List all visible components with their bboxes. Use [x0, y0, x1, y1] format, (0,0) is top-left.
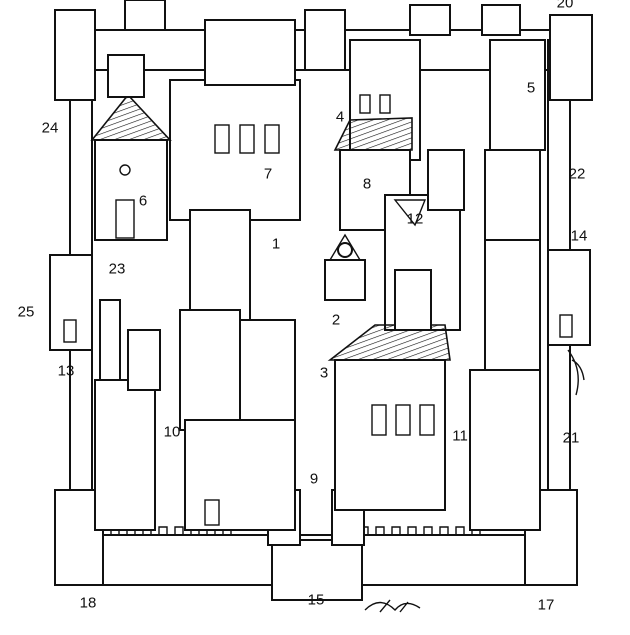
south-wall-crenels-east	[359, 526, 481, 536]
ne-tower	[549, 14, 593, 101]
palace-window	[214, 124, 230, 154]
house-9	[179, 309, 241, 431]
north-turret-1	[124, 0, 166, 31]
well-base	[324, 259, 366, 301]
label-21: 21	[562, 429, 580, 447]
palace-7	[169, 9, 346, 221]
label-3: 3	[319, 364, 329, 382]
house-cluster-south	[184, 419, 296, 531]
palace-body	[169, 79, 301, 221]
church-belfry	[107, 54, 145, 98]
window	[371, 404, 387, 436]
house-10	[94, 379, 156, 531]
house-8-roof	[333, 117, 413, 151]
well-2	[324, 233, 366, 301]
church-6	[90, 54, 172, 241]
vine	[567, 349, 585, 396]
palace-window	[239, 124, 255, 154]
label-6: 6	[138, 192, 148, 210]
grass-tuft	[364, 599, 421, 613]
palace-gate-tower	[304, 9, 346, 71]
label-7: 7	[263, 165, 273, 183]
window	[359, 94, 371, 114]
label-24: 24	[41, 119, 59, 137]
label-20: 20	[556, 0, 574, 12]
label-9: 9	[309, 470, 319, 488]
gate-tower-15	[271, 539, 363, 601]
label-18: 18	[79, 594, 97, 612]
north-turret-2	[409, 4, 451, 36]
label-5: 5	[526, 79, 536, 97]
central-houses	[94, 209, 296, 531]
label-22: 22	[568, 165, 586, 183]
church-roof	[90, 93, 172, 141]
house-10-tower	[127, 329, 161, 391]
east-tower-14	[547, 249, 591, 346]
west-tower-door	[63, 319, 77, 343]
house-12-sign	[393, 199, 427, 227]
label-12: 12	[406, 210, 424, 228]
window	[379, 94, 391, 114]
well-frame	[329, 233, 361, 261]
church-11-belfry	[394, 269, 432, 331]
label-14: 14	[570, 227, 588, 245]
house-5	[489, 39, 546, 151]
north-turret-3	[481, 4, 521, 36]
house-21	[469, 369, 541, 531]
palace-window	[264, 124, 280, 154]
label-4: 4	[335, 108, 345, 126]
house-1	[189, 209, 251, 321]
label-8: 8	[362, 175, 372, 193]
east-tower-door	[559, 314, 573, 338]
church-11	[327, 269, 451, 511]
church-door	[115, 199, 135, 239]
label-15: 15	[307, 591, 325, 609]
label-10: 10	[163, 423, 181, 441]
house-east-mid	[484, 239, 541, 371]
palace-upper	[204, 19, 296, 86]
door	[204, 499, 220, 526]
label-23: 23	[108, 260, 126, 278]
label-17: 17	[537, 596, 555, 614]
house-22	[484, 149, 541, 241]
label-1: 1	[271, 235, 281, 253]
label-13: 13	[57, 362, 75, 380]
east-row	[469, 39, 546, 531]
window	[419, 404, 435, 436]
label-2: 2	[331, 311, 341, 329]
label-11: 11	[452, 427, 468, 445]
house-10-pillar	[99, 299, 121, 381]
window	[395, 404, 411, 436]
well-bucket	[337, 242, 353, 258]
building-8	[333, 39, 421, 231]
house-12-tower	[427, 149, 465, 211]
church-rose-window	[119, 164, 131, 176]
label-25: 25	[17, 303, 35, 321]
house-9b	[239, 319, 296, 431]
nw-tower	[54, 9, 96, 101]
